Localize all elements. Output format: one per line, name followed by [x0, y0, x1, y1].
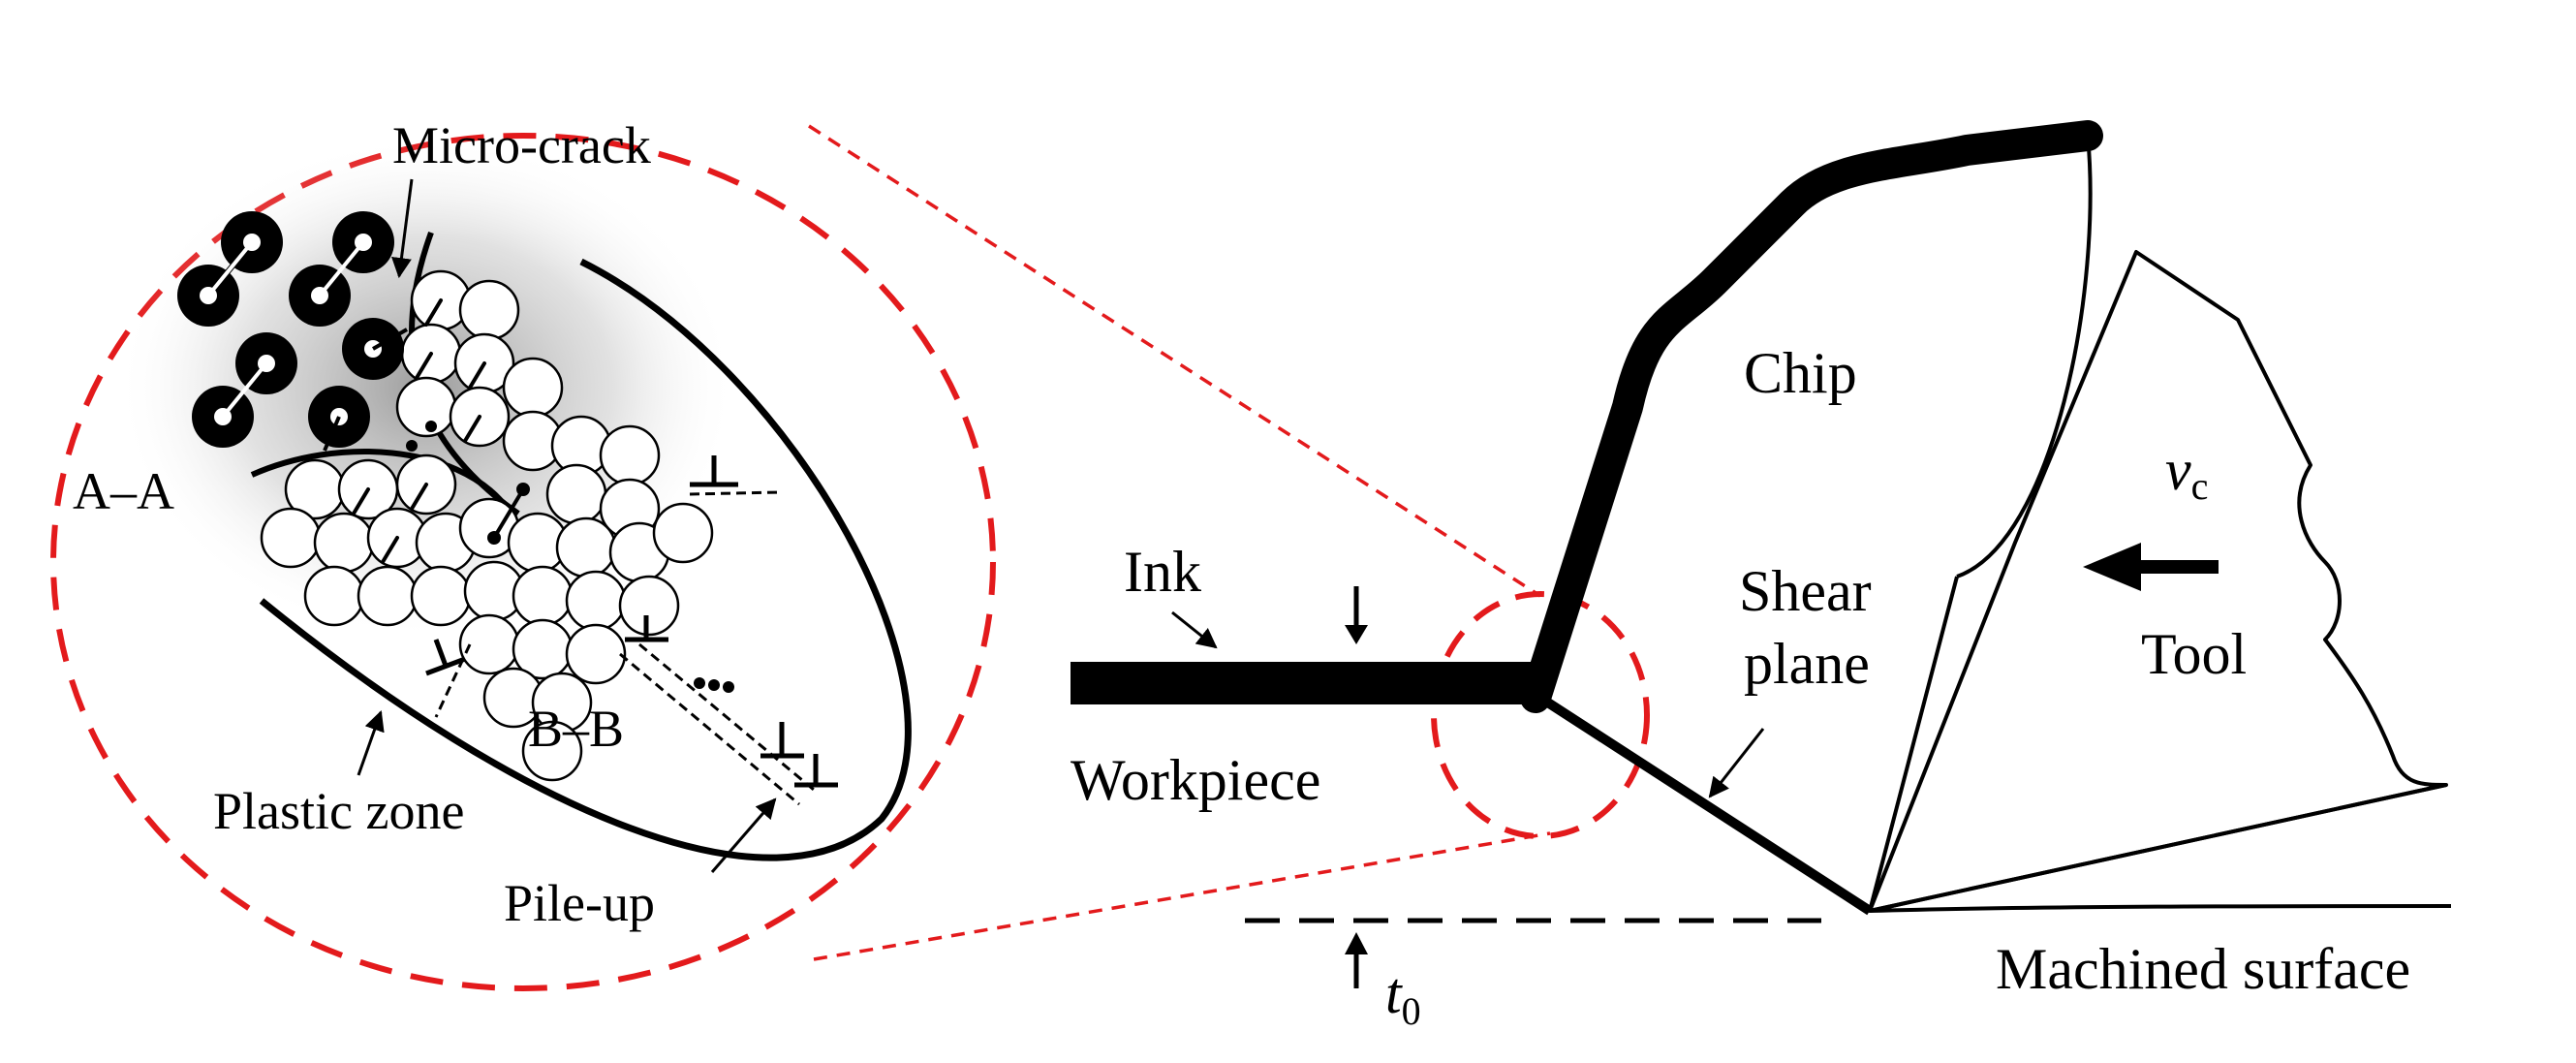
- pile-up-label: Pile-up: [504, 874, 655, 932]
- atom: [565, 623, 627, 685]
- shear-plane-arrow: [1708, 728, 1765, 798]
- slip-plane-dashed: [638, 642, 815, 792]
- section-bb-label: B–B: [528, 700, 624, 758]
- atom: [565, 570, 627, 632]
- dislocation-symbol: [425, 639, 466, 676]
- crack-dot: [425, 421, 437, 432]
- tool-label: Tool: [2141, 622, 2247, 686]
- ink-label: Ink: [1124, 540, 1201, 604]
- thickness-symbol: t: [1385, 961, 1403, 1025]
- up-arrow: [1345, 932, 1368, 988]
- dislocation-symbol: [760, 722, 804, 759]
- atom: [599, 424, 661, 486]
- tool-rake-face: [1868, 576, 1959, 912]
- chip-free-surface: [1520, 120, 2103, 713]
- workpiece-label: Workpiece: [1071, 748, 1320, 812]
- atom: [303, 565, 365, 627]
- atom-bond-ticks: [352, 298, 525, 564]
- zoom-connector-bottom: [813, 831, 1551, 961]
- crack-tip-atom: [516, 483, 530, 496]
- slip-plane-dashed: [434, 643, 472, 718]
- machined-surface-line: [1869, 904, 2452, 913]
- pile-up-arrow: [710, 797, 777, 873]
- crack-dot: [406, 440, 418, 452]
- pile-up-dots: [694, 677, 734, 693]
- dimer-atoms: [177, 211, 408, 452]
- dimer: [192, 332, 297, 448]
- micro-crack-line-horizontal: [250, 449, 507, 506]
- plastic-zone-outer-boundary: [259, 258, 912, 861]
- atom: [652, 502, 714, 564]
- dimer: [177, 211, 283, 327]
- velocity-subscript: c: [2191, 464, 2209, 508]
- atom: [512, 565, 574, 627]
- micro-crack-label: Micro-crack: [392, 116, 651, 174]
- down-arrow: [1345, 586, 1368, 644]
- dislocation-symbol: [625, 615, 668, 642]
- plastic-zone-arrow: [357, 710, 385, 776]
- tool-body: [1868, 250, 2448, 913]
- thickness-label: t0: [1385, 961, 1421, 1033]
- velocity-label: vc: [2165, 438, 2208, 508]
- machined-surface-label: Machined surface: [1996, 937, 2410, 1001]
- single-atom: [342, 318, 408, 380]
- shear-plane-label-line1: Shear: [1739, 559, 1872, 623]
- shear-plane-line: [1537, 693, 1873, 916]
- atom: [313, 512, 375, 574]
- dislocation-symbols: [425, 455, 838, 806]
- atom: [260, 507, 322, 569]
- zoom-circle: [50, 133, 996, 991]
- thickness-subscript: 0: [1402, 989, 1421, 1033]
- chip-back-edge: [1956, 135, 2093, 578]
- section-aa-label: A–A: [73, 462, 174, 520]
- tool-flank-face: [1869, 783, 2447, 913]
- dimer: [289, 211, 394, 327]
- slip-plane-dashed: [619, 652, 800, 806]
- atom: [555, 516, 617, 578]
- cutting-zone-circle: [1431, 591, 1650, 839]
- ink-arrow: [1171, 610, 1218, 649]
- chip-label: Chip: [1744, 341, 1857, 405]
- atom: [357, 565, 419, 627]
- single-atom: [308, 386, 370, 452]
- atom: [502, 357, 564, 419]
- velocity-symbol: v: [2165, 438, 2191, 502]
- dislocation-symbol: [794, 754, 838, 788]
- atom: [521, 720, 583, 782]
- plastic-zone-label: Plastic zone: [213, 782, 464, 840]
- shear-plane-label-line2: plane: [1744, 632, 1870, 696]
- tool-velocity-arrow: [2083, 543, 2219, 591]
- micro-crack-arrow: [391, 178, 414, 279]
- atom: [618, 575, 680, 637]
- atom: [545, 463, 607, 525]
- crack-dot: [487, 531, 501, 545]
- atom: [458, 279, 520, 341]
- dislocation-symbol: [690, 455, 738, 487]
- atom: [410, 565, 472, 627]
- zoom-connector-top: [808, 124, 1541, 598]
